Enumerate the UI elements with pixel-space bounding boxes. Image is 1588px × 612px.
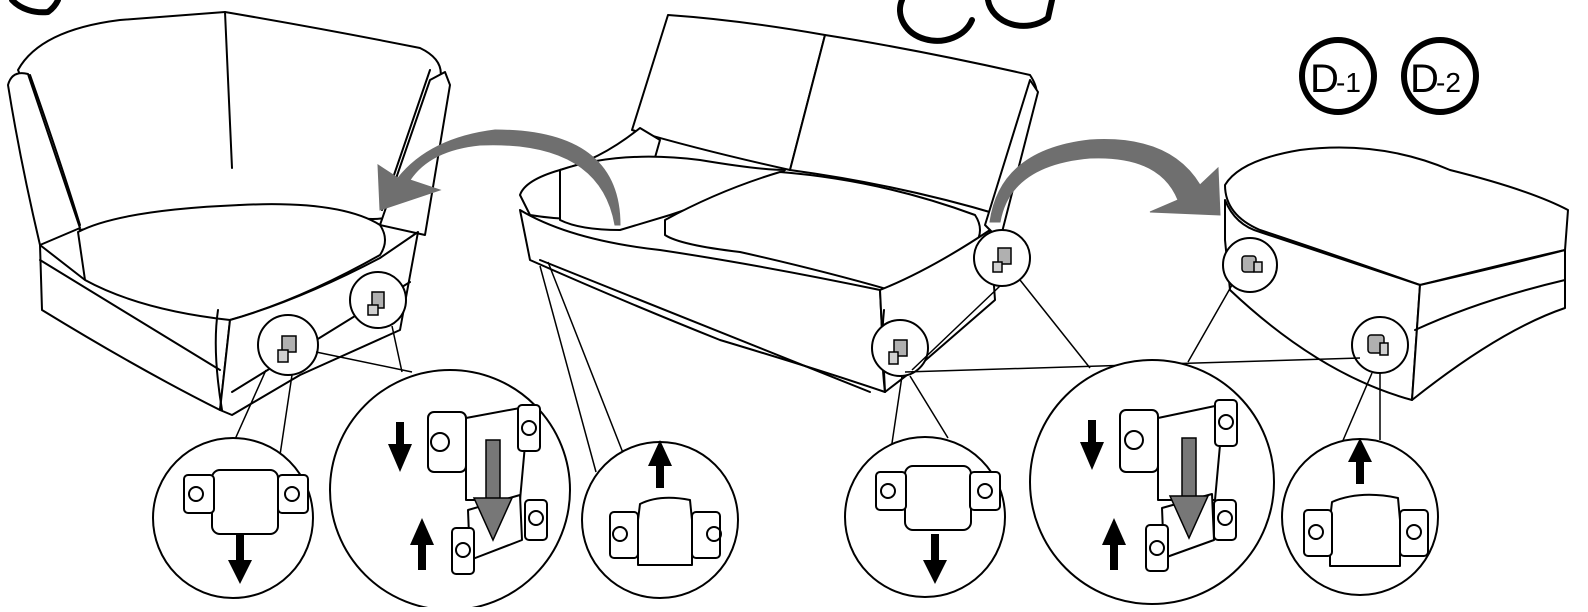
move-arrow-right-icon (990, 140, 1220, 222)
connector-detail-circle (1223, 238, 1277, 292)
badge-d2-letter: D (1410, 57, 1439, 101)
connector-detail-circle (872, 320, 928, 376)
badge-d2: D -2 (1404, 40, 1476, 112)
detail-bracket-up (1282, 438, 1438, 595)
badge-d1-letter: D (1310, 57, 1339, 101)
badge-d1-suffix: -1 (1336, 67, 1361, 98)
detail-bracket-engage (1030, 360, 1274, 604)
connector-detail-circle (974, 230, 1030, 286)
detail-bracket-engage (330, 370, 570, 607)
partial-badge-top-left (12, 0, 58, 12)
badge-d1: D -1 (1302, 40, 1374, 112)
connector-detail-circle (258, 315, 318, 375)
detail-bracket-down (845, 437, 1005, 597)
detail-bracket-up (582, 440, 738, 598)
corner-sofa-section (8, 12, 450, 415)
two-seat-sofa-section (520, 15, 1038, 392)
partial-badges-top-middle (900, 0, 1052, 41)
detail-bracket-down (153, 438, 313, 598)
connector-detail-circle (350, 272, 406, 328)
connector-detail-circle (1352, 317, 1408, 373)
badge-d2-suffix: -2 (1436, 67, 1461, 98)
